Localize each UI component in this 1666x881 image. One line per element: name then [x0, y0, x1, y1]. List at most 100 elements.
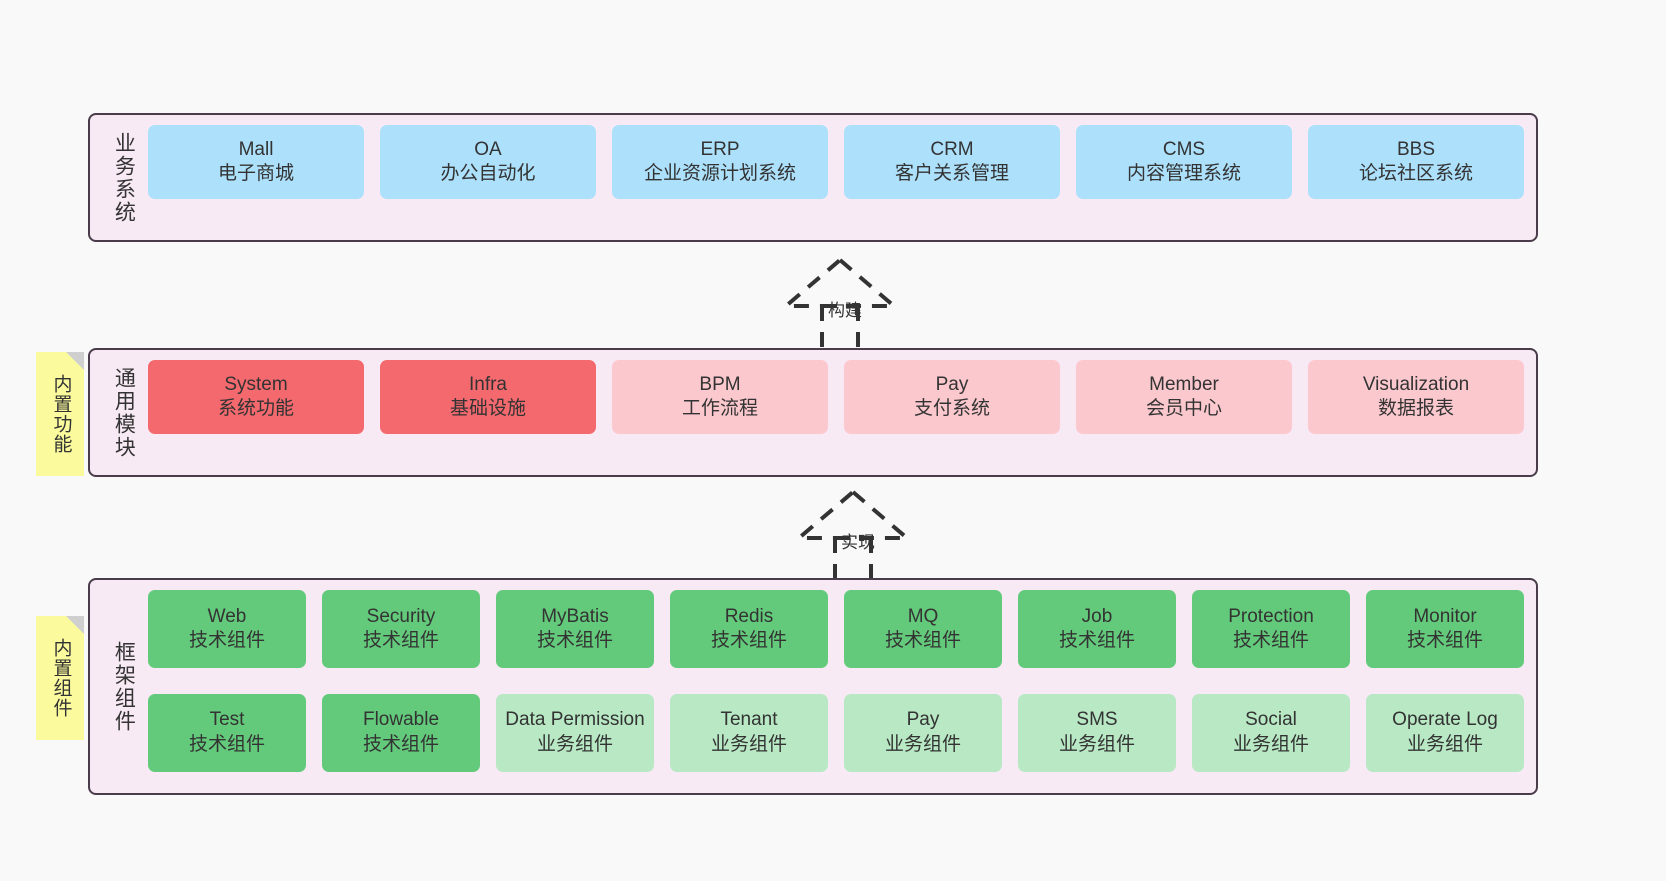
- card-title-cn: 企业资源计划系统: [643, 163, 796, 184]
- card-row: System 系统功能 Infra 基础设施 BPM 工作流程 Pay 支付系统…: [148, 360, 1524, 465]
- card-title-cn: 办公自动化: [440, 163, 536, 184]
- note-fold-corner-icon: [66, 352, 84, 370]
- card-title-en: SMS: [1076, 709, 1118, 731]
- card-title-en: Monitor: [1413, 605, 1477, 627]
- card-title-cn: 技术组件: [188, 733, 265, 755]
- card-title-en: Operate Log: [1392, 709, 1498, 731]
- card-test[interactable]: Test 技术组件: [148, 693, 306, 772]
- note-builtin-functions: 内置功能: [36, 352, 84, 476]
- card-crm[interactable]: CRM 客户关系管理: [844, 125, 1060, 199]
- card-visualization[interactable]: Visualization 数据报表: [1308, 360, 1524, 434]
- card-row: Mall 电子商城 OA 办公自动化 ERP 企业资源计划系统 CRM 客户关系…: [148, 125, 1524, 230]
- card-job[interactable]: Job 技术组件: [1018, 590, 1176, 668]
- card-title-en: MQ: [907, 605, 939, 627]
- card-bbs[interactable]: BBS 论坛社区系统: [1308, 125, 1524, 199]
- card-protection[interactable]: Protection 技术组件: [1192, 590, 1350, 668]
- layer-business-systems: 业务系统 Mall 电子商城 OA 办公自动化 ERP 企业资源计划系统 CRM…: [88, 113, 1538, 242]
- layer-common-title: 通用模块: [112, 366, 136, 459]
- card-member[interactable]: Member 会员中心: [1076, 360, 1292, 434]
- card-pay[interactable]: Pay 支付系统: [844, 360, 1060, 434]
- card-monitor[interactable]: Monitor 技术组件: [1366, 590, 1524, 668]
- card-title-cn: 业务组件: [536, 733, 613, 755]
- card-title-en: Tenant: [720, 709, 778, 731]
- arrow-label-implement: 实现: [841, 533, 875, 552]
- generalization-arrow-build: 构建: [760, 256, 920, 352]
- arrow-head-triangle: [780, 257, 900, 308]
- card-title-en: Redis: [724, 605, 774, 627]
- card-title-cn: 支付系统: [913, 398, 990, 419]
- card-title-en: Test: [209, 709, 245, 731]
- card-title-en: Member: [1149, 373, 1219, 395]
- card-title-cn: 工作流程: [681, 398, 758, 419]
- card-title-en: MyBatis: [541, 605, 609, 627]
- card-operate-log[interactable]: Operate Log 业务组件: [1366, 693, 1524, 772]
- layer-framework-cards: Web 技术组件 Security 技术组件 MyBatis 技术组件 Redi…: [144, 590, 1524, 783]
- note-fold-corner-icon: [66, 616, 84, 634]
- card-redis[interactable]: Redis 技术组件: [670, 590, 828, 668]
- card-bpm[interactable]: BPM 工作流程: [612, 360, 828, 434]
- note-builtin-components: 内置组件: [36, 616, 84, 740]
- note-label: 内置组件: [50, 638, 72, 718]
- card-row: Web 技术组件 Security 技术组件 MyBatis 技术组件 Redi…: [148, 590, 1524, 680]
- card-cms[interactable]: CMS 内容管理系统: [1076, 125, 1292, 199]
- card-title-cn: 技术组件: [362, 733, 439, 755]
- card-title-cn: 技术组件: [1232, 630, 1309, 651]
- layer-common-modules: 通用模块 System 系统功能 Infra 基础设施 BPM 工作流程 Pay…: [88, 348, 1538, 477]
- layer-business-cards: Mall 电子商城 OA 办公自动化 ERP 企业资源计划系统 CRM 客户关系…: [144, 125, 1524, 230]
- card-infra[interactable]: Infra 基础设施: [380, 360, 596, 434]
- layer-common-cards: System 系统功能 Infra 基础设施 BPM 工作流程 Pay 支付系统…: [144, 360, 1524, 465]
- card-title-en: BBS: [1396, 138, 1436, 160]
- card-title-cn: 技术组件: [188, 630, 265, 651]
- card-title-cn: 客户关系管理: [894, 163, 1009, 184]
- card-flowable[interactable]: Flowable 技术组件: [322, 693, 480, 772]
- card-title-cn: 内容管理系统: [1126, 163, 1241, 184]
- card-system[interactable]: System 系统功能: [148, 360, 364, 434]
- card-security[interactable]: Security 技术组件: [322, 590, 480, 668]
- card-title-en: OA: [474, 138, 502, 160]
- card-title-en: CMS: [1162, 138, 1206, 160]
- card-data-permission[interactable]: Data Permission 业务组件: [496, 693, 654, 772]
- layer-framework-components: 框架组件 Web 技术组件 Security 技术组件 MyBatis 技术组件…: [88, 578, 1538, 795]
- card-title-cn: 论坛社区系统: [1358, 163, 1473, 184]
- card-erp[interactable]: ERP 企业资源计划系统: [612, 125, 828, 199]
- card-title-en: Social: [1245, 709, 1297, 731]
- arrow-shaft: [833, 536, 873, 582]
- card-title-en: Job: [1081, 605, 1113, 627]
- card-title-en: CRM: [930, 138, 974, 160]
- card-social[interactable]: Social 业务组件: [1192, 693, 1350, 772]
- card-title-cn: 技术组件: [362, 630, 439, 651]
- card-mall[interactable]: Mall 电子商城: [148, 125, 364, 199]
- card-title-en: Data Permission: [505, 709, 645, 731]
- card-title-cn: 业务组件: [884, 733, 961, 755]
- card-title-en: BPM: [699, 373, 741, 395]
- card-title-en: Security: [366, 605, 436, 627]
- card-sms[interactable]: SMS 业务组件: [1018, 693, 1176, 772]
- card-tenant[interactable]: Tenant 业务组件: [670, 693, 828, 772]
- card-title-cn: 技术组件: [1406, 630, 1483, 651]
- layer-framework-title: 框架组件: [112, 640, 136, 733]
- card-title-en: System: [224, 373, 288, 395]
- card-title-cn: 电子商城: [217, 163, 294, 184]
- generalization-arrow-implement: 实现: [773, 488, 933, 584]
- card-title-en: Pay: [906, 709, 940, 731]
- card-mybatis[interactable]: MyBatis 技术组件: [496, 590, 654, 668]
- card-mq[interactable]: MQ 技术组件: [844, 590, 1002, 668]
- card-oa[interactable]: OA 办公自动化: [380, 125, 596, 199]
- card-title-en: Protection: [1228, 605, 1314, 627]
- card-title-cn: 业务组件: [1406, 733, 1483, 755]
- arrow-head-triangle: [793, 489, 913, 540]
- card-title-cn: 业务组件: [1058, 733, 1135, 755]
- layer-business-title: 业务系统: [112, 131, 136, 224]
- card-title-en: Visualization: [1362, 373, 1470, 395]
- card-title-en: Web: [207, 605, 247, 627]
- card-title-cn: 技术组件: [710, 630, 787, 651]
- card-title-cn: 技术组件: [536, 630, 613, 651]
- card-pay-business[interactable]: Pay 业务组件: [844, 693, 1002, 772]
- card-title-cn: 技术组件: [884, 630, 961, 651]
- card-row: Test 技术组件 Flowable 技术组件 Data Permission …: [148, 693, 1524, 784]
- card-title-cn: 会员中心: [1145, 398, 1222, 419]
- card-web[interactable]: Web 技术组件: [148, 590, 306, 668]
- card-title-en: Infra: [468, 373, 508, 395]
- card-title-en: Pay: [935, 373, 969, 395]
- card-title-cn: 业务组件: [1232, 733, 1309, 755]
